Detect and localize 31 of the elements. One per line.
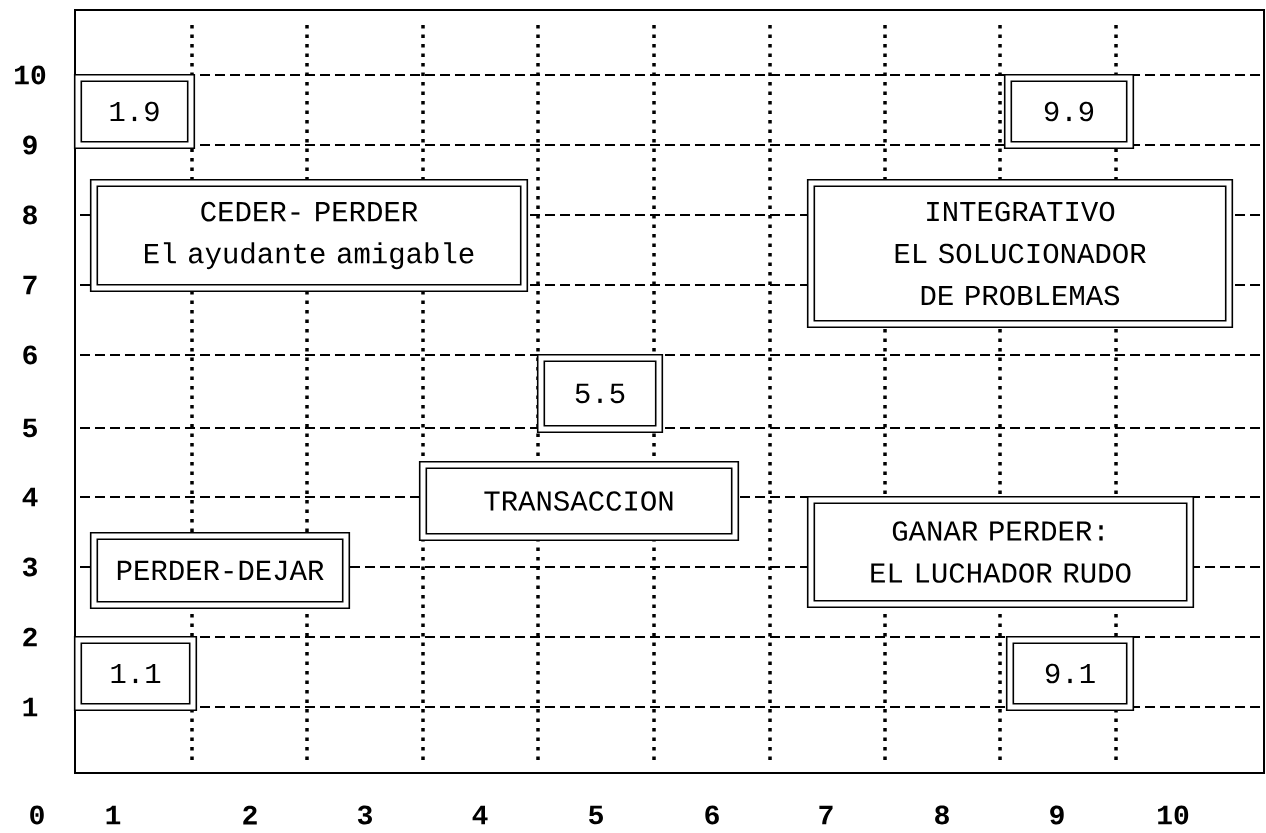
axis-label: 9 xyxy=(23,135,37,155)
axis-label: 2 xyxy=(23,627,37,647)
double-box: 1.1 xyxy=(73,635,198,712)
axis-label: 8 xyxy=(23,205,37,225)
double-box: PERDER-DEJAR xyxy=(89,531,351,610)
axis-label: 2 xyxy=(243,805,257,825)
axis-label: 3 xyxy=(22,557,37,577)
double-box: 5.5 xyxy=(536,353,664,434)
axis-label: 1 xyxy=(106,805,121,825)
axis-label: 10 xyxy=(15,65,46,85)
axis-label: 6 xyxy=(23,345,37,365)
axis-label: 8 xyxy=(935,805,949,825)
double-box: 9.1 xyxy=(1005,635,1135,712)
axis-label: 9 xyxy=(1050,805,1064,825)
axis-label: 6 xyxy=(705,805,719,825)
axis-label: 4 xyxy=(22,487,38,507)
double-box: 1.9 xyxy=(73,73,196,150)
axis-label: 10 xyxy=(1158,805,1189,825)
axis-label: 7 xyxy=(819,805,833,825)
axis-label: 5 xyxy=(589,805,603,825)
axis-label: 0 xyxy=(30,805,44,825)
double-box: TRANSACCION xyxy=(418,460,740,542)
double-box: INTEGRATIVO EL SOLUCIONADOR DE PROBLEMAS xyxy=(806,178,1234,329)
axis-label: 3 xyxy=(357,805,372,825)
double-box: GANAR PERDER: EL LUCHADOR RUDO xyxy=(806,495,1195,609)
axis-label: 7 xyxy=(23,275,37,295)
axis-label: 1 xyxy=(23,697,38,717)
axis-label: 5 xyxy=(23,418,37,438)
axis-label: 4 xyxy=(472,805,488,825)
double-box: 9.9 xyxy=(1003,73,1135,150)
double-box: CEDER- PERDER El ayudante amigable xyxy=(89,178,529,293)
